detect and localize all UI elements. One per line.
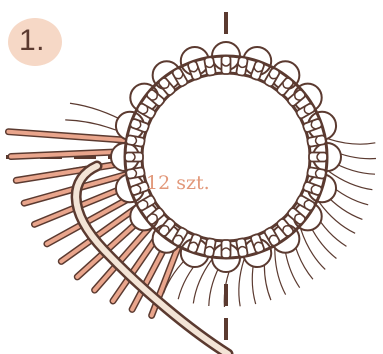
loom-peg: [125, 153, 143, 162]
loom-peg: [307, 167, 326, 179]
loom-peg: [204, 238, 216, 257]
yarn-strand: [301, 229, 325, 269]
yarn-strand: [275, 249, 286, 295]
yarn-strand: [328, 139, 375, 144]
loom-peg: [126, 135, 145, 147]
loom-peg: [126, 167, 145, 179]
loom-peg: [236, 57, 248, 76]
loom-peg: [204, 57, 216, 76]
knitting-loom-ring-icon: [125, 56, 327, 258]
yarn-strand: [239, 259, 244, 306]
yarn-strand: [319, 203, 355, 234]
peg-count-label: 12 szt.: [146, 172, 210, 194]
loom-peg: [222, 240, 231, 258]
loom-peg: [222, 56, 231, 74]
loom-peg: [236, 238, 248, 257]
loom-peg: [307, 135, 326, 147]
loom-peg: [309, 153, 327, 162]
